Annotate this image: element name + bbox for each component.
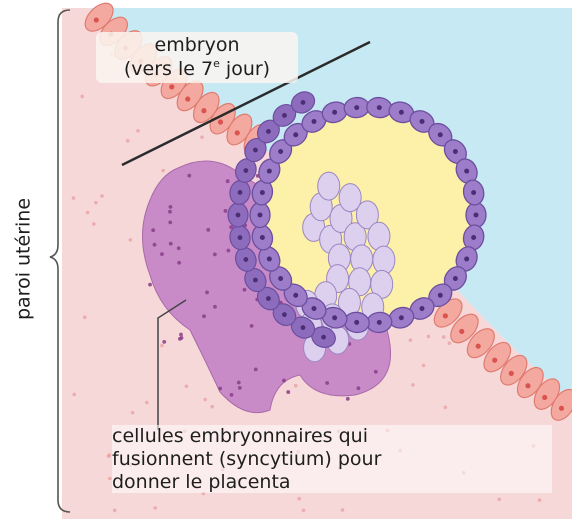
syncytium-nucleus — [286, 390, 290, 394]
wall-nucleus — [136, 129, 140, 133]
wall-nucleus — [160, 344, 164, 348]
wall-nucleus — [72, 393, 76, 397]
trophoblast-outer-cell — [228, 203, 248, 227]
syncytium-nucleus — [202, 314, 206, 318]
wall-nucleus — [131, 411, 135, 415]
syncytium-nucleus — [325, 381, 329, 385]
wall-nucleus — [302, 508, 306, 512]
syncytium-nucleus — [227, 249, 231, 253]
inner-cell — [318, 172, 340, 200]
wall-nucleus — [185, 384, 189, 388]
syncytium-nucleus — [282, 379, 286, 383]
cellules-label-line2: fusionnent (syncytium) pour — [112, 448, 552, 471]
wall-nucleus — [83, 315, 87, 319]
embryon-label: embryon (vers le 7e jour) — [96, 32, 298, 83]
syncytium-nucleus — [374, 370, 378, 374]
paroi-label: paroi utérine — [12, 154, 36, 364]
syncytium-nucleus — [213, 252, 217, 256]
wall-nucleus — [86, 211, 90, 215]
syncytium-nucleus — [346, 397, 350, 401]
syncytium-nucleus — [205, 291, 209, 295]
syncytium-nucleus — [357, 386, 361, 390]
wall-nucleus — [210, 405, 214, 409]
wall-nucleus — [129, 238, 133, 242]
wall-nucleus — [427, 335, 431, 339]
wall-nucleus — [200, 135, 204, 139]
trophoblast-cell — [250, 203, 270, 228]
wall-nucleus — [444, 405, 448, 409]
cellules-label-line3: donner le placenta — [112, 471, 552, 494]
paroi-label-text: paroi utérine — [13, 198, 36, 320]
embryon-label-superscript: e — [213, 57, 220, 70]
syncytium-nucleus — [243, 288, 247, 292]
trophoblast-cell — [466, 203, 486, 228]
inner-cell — [373, 246, 395, 274]
syncytium-nucleus — [160, 252, 164, 256]
syncytium-nucleus — [180, 336, 184, 340]
syncytium-nucleus — [237, 381, 241, 385]
embryon-label-line2: (vers le 7e jour) — [102, 57, 292, 81]
syncytium-nucleus — [250, 324, 254, 328]
wall-nucleus — [297, 497, 301, 501]
wall-nucleus — [341, 508, 345, 512]
syncytium-nucleus — [177, 261, 181, 265]
syncytium-nucleus — [177, 246, 181, 250]
wall-nucleus — [80, 95, 84, 99]
syncytium-nucleus — [206, 228, 210, 232]
wall-nucleus — [411, 383, 415, 387]
trophoblast-nucleus — [474, 213, 479, 218]
embryon-label-suffix: jour) — [220, 58, 270, 80]
syncytium-nucleus — [226, 179, 230, 183]
wall-nucleus — [92, 222, 96, 226]
syncytium-nucleus — [224, 209, 228, 213]
wall-nucleus — [442, 335, 446, 339]
wall-nucleus — [422, 364, 426, 368]
embryon-label-prefix: (vers le 7 — [124, 58, 213, 80]
wall-nucleus — [448, 341, 452, 345]
wall-nucleus — [107, 454, 111, 458]
trophoblast-nucleus — [258, 213, 263, 218]
wall-nucleus — [72, 196, 76, 200]
syncytium-nucleus — [169, 205, 173, 209]
syncytium-nucleus — [153, 243, 157, 247]
syncytium-nucleus — [187, 174, 191, 178]
syncytium-nucleus — [151, 228, 155, 232]
wall-nucleus — [409, 338, 413, 342]
wall-nucleus — [113, 509, 117, 513]
trophoblast-nucleus — [236, 213, 241, 218]
wall-nucleus — [497, 498, 501, 502]
syncytium-nucleus — [169, 242, 173, 246]
wall-nucleus — [145, 401, 149, 405]
syncytium-nucleus — [168, 220, 172, 224]
syncytium-nucleus — [254, 367, 258, 371]
wall-nucleus — [294, 384, 298, 388]
syncytium-nucleus — [213, 305, 217, 309]
wall-nucleus — [94, 201, 98, 205]
syncytium-nucleus — [230, 393, 234, 397]
wall-nucleus — [126, 139, 130, 143]
syncytium-nucleus — [168, 210, 172, 214]
syncytium-nucleus — [218, 387, 222, 391]
wall-nucleus — [161, 169, 165, 173]
syncytium-nucleus — [148, 283, 152, 287]
syncytium-nucleus — [179, 333, 183, 337]
cellules-label: cellules embryonnaires qui fusionnent (s… — [112, 425, 552, 493]
cellules-label-line1: cellules embryonnaires qui — [112, 425, 552, 448]
syncytium-nucleus — [238, 386, 242, 390]
wall-nucleus — [153, 506, 157, 510]
embryon-label-line1: embryon — [102, 34, 292, 57]
wall-nucleus — [538, 498, 542, 502]
syncytium-nucleus — [162, 340, 166, 344]
wall-nucleus — [203, 398, 207, 402]
wall-nucleus — [100, 194, 104, 198]
